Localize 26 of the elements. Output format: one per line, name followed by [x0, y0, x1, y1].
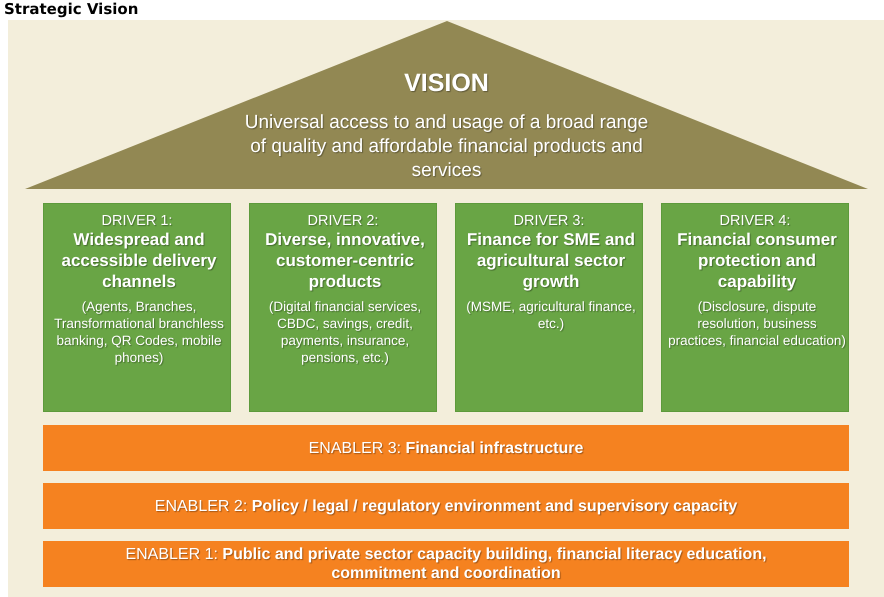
roof-triangle: [25, 21, 868, 189]
driver-card: [661, 203, 849, 412]
driver-title: Diverse, innovative, customer-centric products: [264, 229, 426, 292]
driver-examples: (Disclosure, dispute resolution, business practices, financial education): [668, 298, 846, 349]
driver-number: DRIVER 1:: [102, 213, 172, 229]
page-title: Strategic Vision: [4, 1, 138, 18]
driver-title: Finance for SME and agricultural sector growth: [466, 229, 636, 292]
driver-title: Financial consumer protection and capability: [676, 229, 838, 292]
driver-number: DRIVER 3:: [514, 213, 584, 229]
driver-examples: (MSME, agricultural finance, etc.): [465, 298, 637, 332]
driver-examples: (Agents, Branches, Transformational branchless banking, QR Codes, mobile phones): [53, 298, 225, 366]
vision-heading: VISION: [404, 69, 489, 98]
enabler-text: ENABLER 1: Public and private sector capacity building, financial literacy education, commitment and coordination: [124, 545, 768, 583]
driver-card: [249, 203, 437, 412]
driver-number: DRIVER 2:: [308, 213, 378, 229]
driver-title: Widespread and accessible delivery channels: [60, 229, 218, 292]
driver-examples: (Digital financial services, CBDC, savings, credit, payments, insurance, pensions, etc.): [268, 298, 422, 366]
driver-number: DRIVER 4:: [720, 213, 790, 229]
enabler-bar: [43, 425, 849, 471]
vision-statement: Universal access to and usage of a broad range of quality and affordable financial products and services: [244, 111, 650, 183]
driver-card: [43, 203, 231, 412]
enabler-bar: [43, 541, 849, 587]
enabler-text: ENABLER 2: Policy / legal / regulatory environment and supervisory capacity: [154, 496, 738, 516]
driver-card: [455, 203, 643, 412]
enabler-text: ENABLER 3: Financial infrastructure: [308, 438, 584, 458]
enabler-bar: [43, 483, 849, 529]
